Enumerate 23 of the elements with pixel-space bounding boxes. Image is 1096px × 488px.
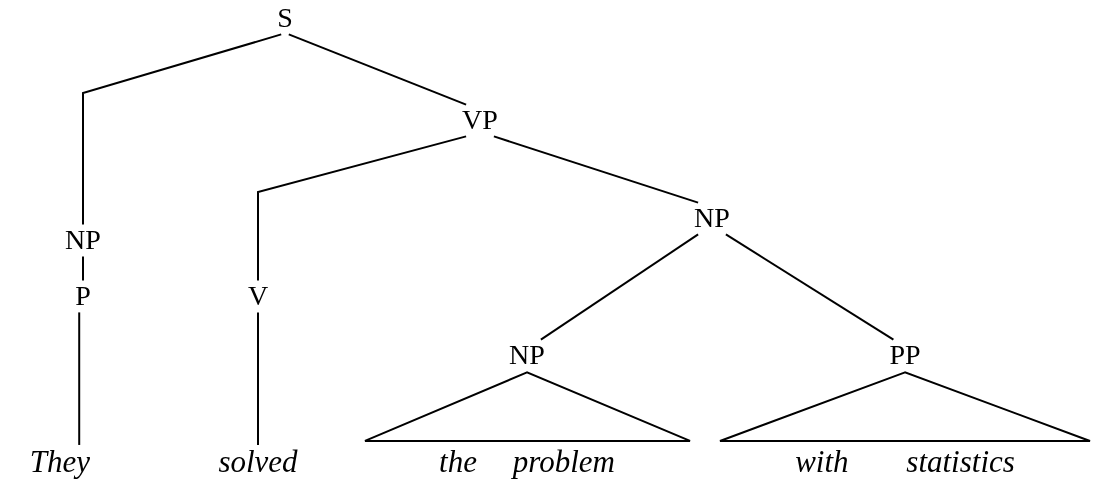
tree-branch: [257, 135, 468, 282]
leaf-word: They: [29, 444, 91, 480]
tree-branch: [724, 233, 895, 341]
leaf-word: with statistics: [795, 444, 1015, 480]
category-label: NP: [65, 224, 101, 256]
roof-triangle: [364, 371, 691, 442]
tree-branch: [492, 135, 700, 204]
leaf-word: the problem: [439, 444, 615, 480]
category-label: P: [75, 280, 91, 312]
category-label: NP: [694, 202, 730, 234]
tree-branch: [539, 233, 700, 341]
tree-branch: [287, 33, 468, 106]
tree-branch: [78, 311, 81, 446]
category-label: VP: [462, 104, 498, 136]
category-label: PP: [889, 339, 921, 371]
roof-triangle: [719, 371, 1091, 442]
tree-branch: [82, 255, 84, 282]
category-label: NP: [509, 339, 545, 371]
tree-branch: [257, 311, 259, 446]
category-label: S: [277, 2, 293, 34]
leaf-word: solved: [218, 444, 298, 480]
tree-branch: [82, 33, 283, 226]
category-label: V: [247, 280, 269, 312]
